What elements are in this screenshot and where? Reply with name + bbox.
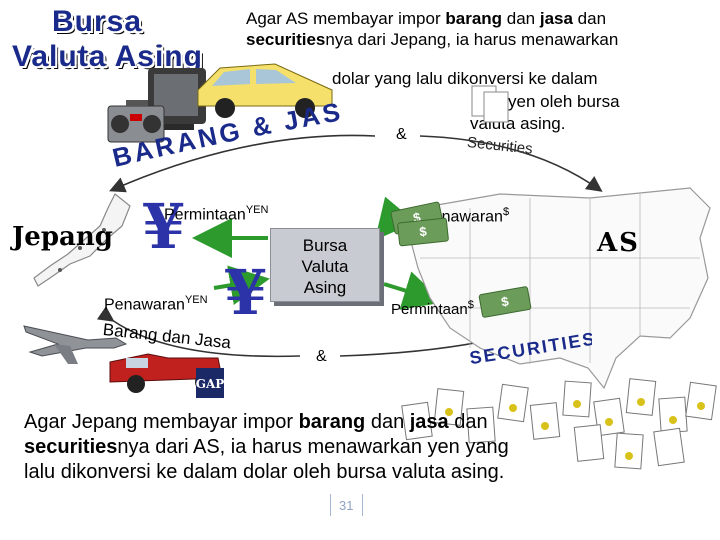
yen-symbol-bottom: ¥ [224, 256, 268, 329]
gap-logo-text: GAP [196, 377, 225, 391]
arrow-top-right [419, 135, 603, 192]
arrow-top-left [109, 134, 376, 193]
top-text-line1: Agar AS membayar impor barang dan jasa d… [246, 9, 607, 28]
barang-jasa-curved-label: BARANG & JASA [105, 95, 342, 173]
amp-top: & [396, 126, 407, 143]
gap-logo [196, 368, 224, 398]
green-arrow-penawaran-dollar [374, 196, 416, 241]
yen-symbol-top: ¥ [142, 190, 186, 263]
page-number-divider-left [330, 494, 331, 516]
securities-document-icons [471, 85, 509, 123]
usa-map [409, 187, 711, 390]
green-arrow-penawaran-yen [213, 265, 270, 305]
title-valuta-asing: Valuta Asing [12, 40, 203, 73]
stereo-icon [107, 100, 165, 143]
top-text-line4: yen oleh bursa [508, 92, 620, 111]
title-bursa: Bursa [52, 5, 143, 38]
arrow-bottom-left [96, 306, 301, 358]
bursa-valuta-asing-box: Bursa Valuta Asing [270, 228, 380, 302]
top-text-line2: securitiesnya dari Jepang, ia harus mena… [246, 30, 619, 49]
securities-certificates-icon [401, 378, 717, 470]
securities-bottom-text: SECURITIES [468, 330, 592, 368]
amp-bottom: & [316, 348, 327, 365]
securities-curved-label: SECURITIES [468, 330, 592, 368]
page-number-divider-right [362, 494, 363, 516]
jet-truck-illustration: GAP [23, 325, 225, 398]
label-penawaran-yen: PenawaranYEN [104, 294, 208, 314]
top-text-line3: dolar yang lalu dikonversi ke dalam [332, 69, 598, 88]
car-icon [197, 63, 333, 118]
jet-icon [23, 325, 128, 364]
box-line1: Bursa [302, 236, 348, 255]
page-number: 31 [339, 498, 354, 513]
bottom-text-line2: securitiesnya dari AS, ia harus menawark… [24, 436, 509, 458]
stereo-tv-car-illustration [107, 63, 333, 143]
japan-map [33, 193, 131, 287]
label-permintaan-dollar: Permintaan$ [391, 299, 474, 318]
green-arrow-permintaan-dollar [383, 271, 444, 310]
bottom-text-line3: lalu dikonversi ke dalam dolar oleh burs… [24, 461, 505, 483]
label-jepang: Jepang [12, 222, 113, 252]
box-line3: Asing [303, 278, 347, 297]
box-line2: Valuta [301, 257, 349, 276]
bottom-text-line1: Agar Jepang membayar impor barang dan ja… [24, 411, 488, 433]
label-permintaan-yen: PermintaanYEN [164, 204, 269, 224]
label-as: AS [597, 228, 640, 258]
